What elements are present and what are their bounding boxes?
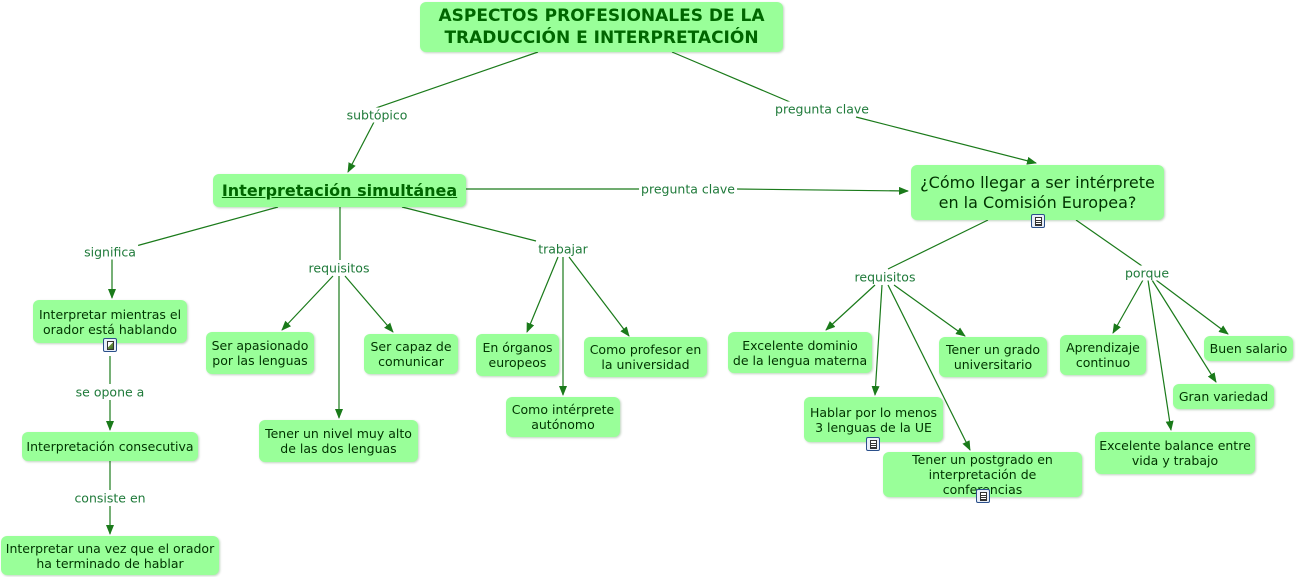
node-simultanea-text: Interpretación simultánea: [221, 181, 458, 200]
node-interpretar-vez-text: Interpretar una vez que el orador ha ter…: [5, 540, 215, 571]
node-interpretar-mientras: Interpretar mientras el orador está habl…: [33, 300, 187, 343]
node-interpretacion-consecutiva: Interpretación consecutiva: [22, 432, 198, 461]
label-pregunta-clave-1: pregunta clave: [773, 101, 871, 117]
label-requisitos-1: requisitos: [306, 260, 372, 276]
label-pregunta-clave-2: pregunta clave: [639, 181, 737, 197]
node-nivel-alto: Tener un nivel muy alto de las dos lengu…: [259, 420, 418, 462]
link-porque-variedad: [1151, 279, 1217, 383]
node-apasionado-text: Ser apasionado por las lenguas: [211, 338, 309, 368]
link-requisitos2-postgrado: [887, 284, 971, 451]
node-interprete-autonomo: Como intérprete autónomo: [506, 397, 620, 437]
link-subtopico-simultanea: [347, 121, 375, 173]
node-gran-variedad: Gran variedad: [1173, 384, 1274, 409]
label-consiste-en: consiste en: [72, 490, 148, 506]
node-interpretar-mientras-text: Interpretar mientras el orador está habl…: [38, 306, 182, 337]
link-requisitos2-grado: [893, 284, 966, 337]
label-subtopico: subtópico: [344, 107, 410, 123]
link-pregunta-comollegar-2: [735, 186, 909, 195]
link-porque-balance: [1147, 279, 1174, 431]
link-trabajar-organos: [526, 256, 559, 333]
node-root-text: ASPECTOS PROFESIONALES DE LA TRADUCCIÓN …: [438, 6, 765, 48]
link-requisitos-apasionado: [281, 275, 334, 331]
node-hablar-lenguas: Hablar por lo menos 3 lenguas de la UE: [804, 397, 943, 442]
link-root-pregunta: [671, 51, 791, 103]
node-salario-text: Buen salario: [1209, 341, 1288, 356]
node-aprendizaje-continuo: Aprendizaje continuo: [1060, 335, 1146, 375]
node-organos-text: En órganos europeos: [482, 340, 553, 370]
node-grado-universitario: Tener un grado universitario: [939, 337, 1047, 377]
link-requisitos2-dominio: [825, 284, 876, 331]
label-trabajar: trabajar: [536, 241, 590, 257]
document-resource-icon[interactable]: [866, 437, 880, 451]
link-requisitos2-hablar: [871, 284, 883, 396]
node-grado-text: Tener un grado universitario: [945, 342, 1041, 372]
link-simultanea-trabajar: [401, 206, 537, 242]
node-excelente-balance: Excelente balance entre vida y trabajo: [1095, 432, 1255, 474]
link-root-subtopico: [375, 51, 539, 109]
image-resource-icon[interactable]: [103, 338, 117, 352]
node-nivel-alto-text: Tener un nivel muy alto de las dos lengu…: [265, 426, 412, 456]
document-resource-icon[interactable]: [1031, 214, 1045, 228]
label-porque: porque: [1122, 265, 1172, 281]
node-hablar-text: Hablar por lo menos 3 lenguas de la UE: [810, 404, 937, 435]
node-buen-salario: Buen salario: [1204, 336, 1293, 361]
node-consecutiva-text: Interpretación consecutiva: [26, 439, 194, 454]
link-porque-aprendizaje: [1112, 279, 1144, 334]
node-profesor-text: Como profesor en la universidad: [589, 342, 702, 372]
node-excelente-dominio: Excelente dominio de la lengua materna: [728, 332, 872, 373]
label-significa: significa: [82, 244, 138, 260]
label-requisitos-2: requisitos: [852, 269, 918, 285]
node-aprendizaje-text: Aprendizaje continuo: [1066, 340, 1140, 370]
link-porque-salario: [1155, 279, 1229, 335]
node-dominio-text: Excelente dominio de la lengua materna: [732, 337, 868, 368]
link-trabajar-profesor: [568, 256, 630, 337]
node-capaz-text: Ser capaz de comunicar: [370, 339, 452, 369]
node-profesor-universidad: Como profesor en la universidad: [584, 337, 707, 377]
link-comollegar-requisitos: [887, 219, 989, 270]
link-comollegar-porque: [1075, 219, 1143, 267]
node-ser-capaz: Ser capaz de comunicar: [364, 334, 458, 374]
document-resource-icon[interactable]: [976, 489, 990, 503]
link-pregunta-comollegar: [855, 116, 1037, 165]
link-requisitos-capaz: [344, 275, 394, 333]
node-como-llegar-text: ¿Cómo llegar a ser intérprete en la Comi…: [920, 172, 1155, 212]
node-autonomo-text: Como intérprete autónomo: [511, 402, 615, 432]
label-se-opone-a: se opone a: [73, 384, 147, 400]
node-interpretar-vez: Interpretar una vez que el orador ha ter…: [1, 536, 219, 575]
node-organos-europeos: En órganos europeos: [476, 334, 559, 376]
link-simultanea-significa: [135, 206, 279, 247]
node-como-llegar: ¿Cómo llegar a ser intérprete en la Comi…: [911, 165, 1164, 220]
node-interpretacion-simultanea: Interpretación simultánea: [213, 174, 466, 207]
node-variedad-text: Gran variedad: [1178, 389, 1269, 404]
node-root: ASPECTOS PROFESIONALES DE LA TRADUCCIÓN …: [420, 2, 783, 52]
node-balance-text: Excelente balance entre vida y trabajo: [1099, 438, 1251, 468]
node-ser-apasionado: Ser apasionado por las lenguas: [206, 332, 314, 374]
